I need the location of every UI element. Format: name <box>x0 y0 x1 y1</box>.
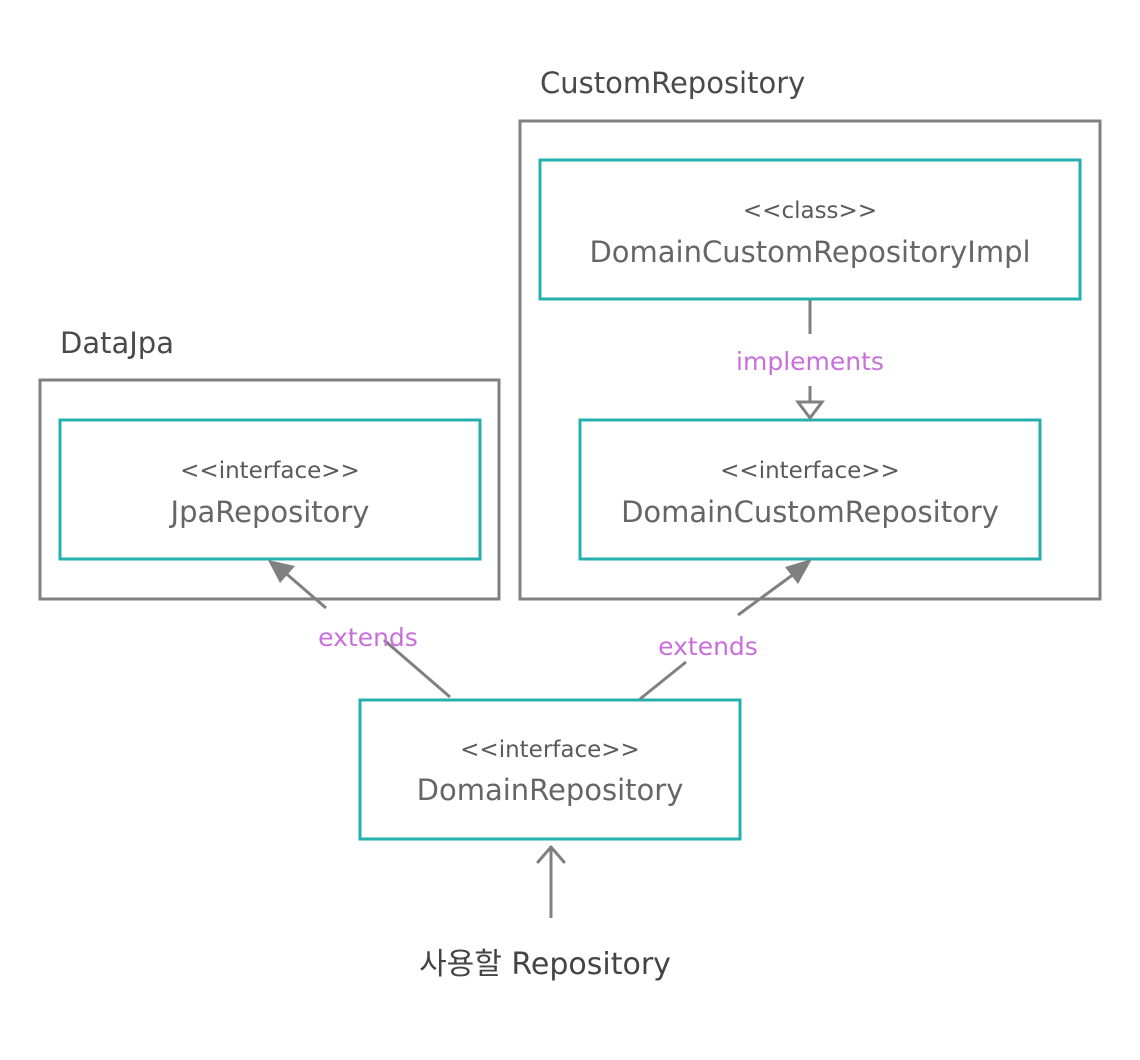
class-domain-custom-repository-impl[interactable]: <<class>> DomainCustomRepositoryImpl <box>538 158 1082 301</box>
class-jpa-repository[interactable]: <<interface>> JpaRepository <box>58 418 482 561</box>
extends-right-line-upper <box>737 569 799 617</box>
group-label-custom-repository: CustomRepository <box>540 66 805 100</box>
class-name: DomainCustomRepository <box>621 495 999 529</box>
class-box <box>358 698 742 841</box>
class-stereotype: <<class>> <box>743 198 877 224</box>
class-box <box>538 158 1082 301</box>
class-stereotype: <<interface>> <box>180 458 360 484</box>
extends-left-line-lower <box>383 638 451 699</box>
extends-right-label: extends <box>658 632 758 661</box>
extends-left-line-upper <box>281 568 327 610</box>
extends-relation-right: extends <box>639 559 812 701</box>
class-name: JpaRepository <box>169 495 370 529</box>
group-datajpa <box>38 378 501 601</box>
extends-left-label: extends <box>318 623 418 652</box>
class-stereotype: <<interface>> <box>460 737 640 763</box>
class-stereotype: <<interface>> <box>720 458 900 484</box>
usage-relation: 사용할 Repository <box>419 845 671 982</box>
class-box <box>58 418 482 561</box>
filled-arrow-icon <box>785 559 812 584</box>
extends-relation-left: extends <box>268 560 451 699</box>
class-domain-custom-repository[interactable]: <<interface>> DomainCustomRepository <box>578 418 1042 561</box>
implements-relation: implements <box>736 300 884 421</box>
usage-label: 사용할 Repository <box>419 947 671 982</box>
implements-label: implements <box>736 347 884 376</box>
hollow-triangle-arrow-icon <box>795 400 825 421</box>
extends-right-line-lower <box>639 660 687 701</box>
class-name: DomainRepository <box>417 773 684 807</box>
class-box <box>578 418 1042 561</box>
class-domain-repository[interactable]: <<interface>> DomainRepository <box>358 698 742 841</box>
group-label-datajpa: DataJpa <box>60 326 174 360</box>
group-custom-repository <box>518 119 1102 601</box>
filled-arrow-icon <box>268 560 295 583</box>
open-arrow-icon <box>536 845 566 864</box>
class-name: DomainCustomRepositoryImpl <box>589 235 1030 269</box>
